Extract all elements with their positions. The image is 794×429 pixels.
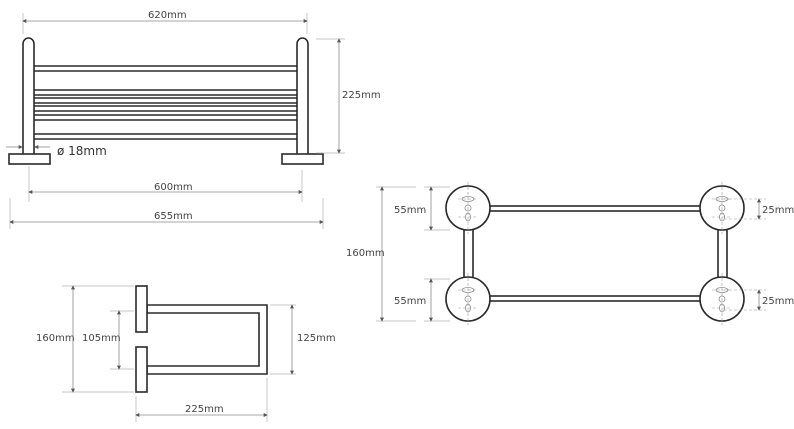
flange-bottom-left (445, 273, 491, 325)
shelf-bars (32, 65, 300, 140)
dim-160-top: 160mm (346, 248, 385, 259)
connector-left (463, 227, 474, 281)
dim-55-top: 55mm (394, 205, 426, 216)
dim-655: 655mm (154, 211, 193, 222)
dim-620: 620mm (148, 10, 187, 21)
front-view: 620mm 225mm ø 18mm 600mm 655mm (6, 10, 381, 229)
dim-55-bottom: 55mm (394, 296, 426, 307)
flange-top-left (445, 182, 491, 234)
dim-25-bottom: 25mm (762, 296, 794, 307)
flange-top-right (699, 182, 745, 234)
flange-bottom-right (699, 273, 745, 325)
connector-right (717, 227, 728, 281)
left-post (22, 37, 35, 156)
rail-bottom (487, 295, 703, 302)
towel-arm (146, 304, 268, 375)
top-view: 160mm 55mm 55mm 25mm 25mm (346, 182, 794, 325)
dim-125: 125mm (297, 333, 336, 344)
rail-top (487, 205, 703, 212)
dim-diameter: ø 18mm (57, 144, 107, 158)
dim-25-top: 25mm (762, 205, 794, 216)
right-base (281, 153, 324, 165)
bottom-flange (135, 346, 148, 393)
dim-225: 225mm (342, 90, 381, 101)
side-view: 160mm 105mm 125mm 225mm (36, 285, 336, 422)
dim-225-side: 225mm (185, 404, 224, 415)
wall-flanges (445, 182, 745, 325)
top-flange (135, 285, 148, 333)
dim-600: 600mm (154, 182, 193, 193)
right-post (296, 37, 309, 156)
left-base (8, 153, 51, 165)
dim-105: 105mm (82, 333, 121, 344)
dim-160-side: 160mm (36, 333, 75, 344)
